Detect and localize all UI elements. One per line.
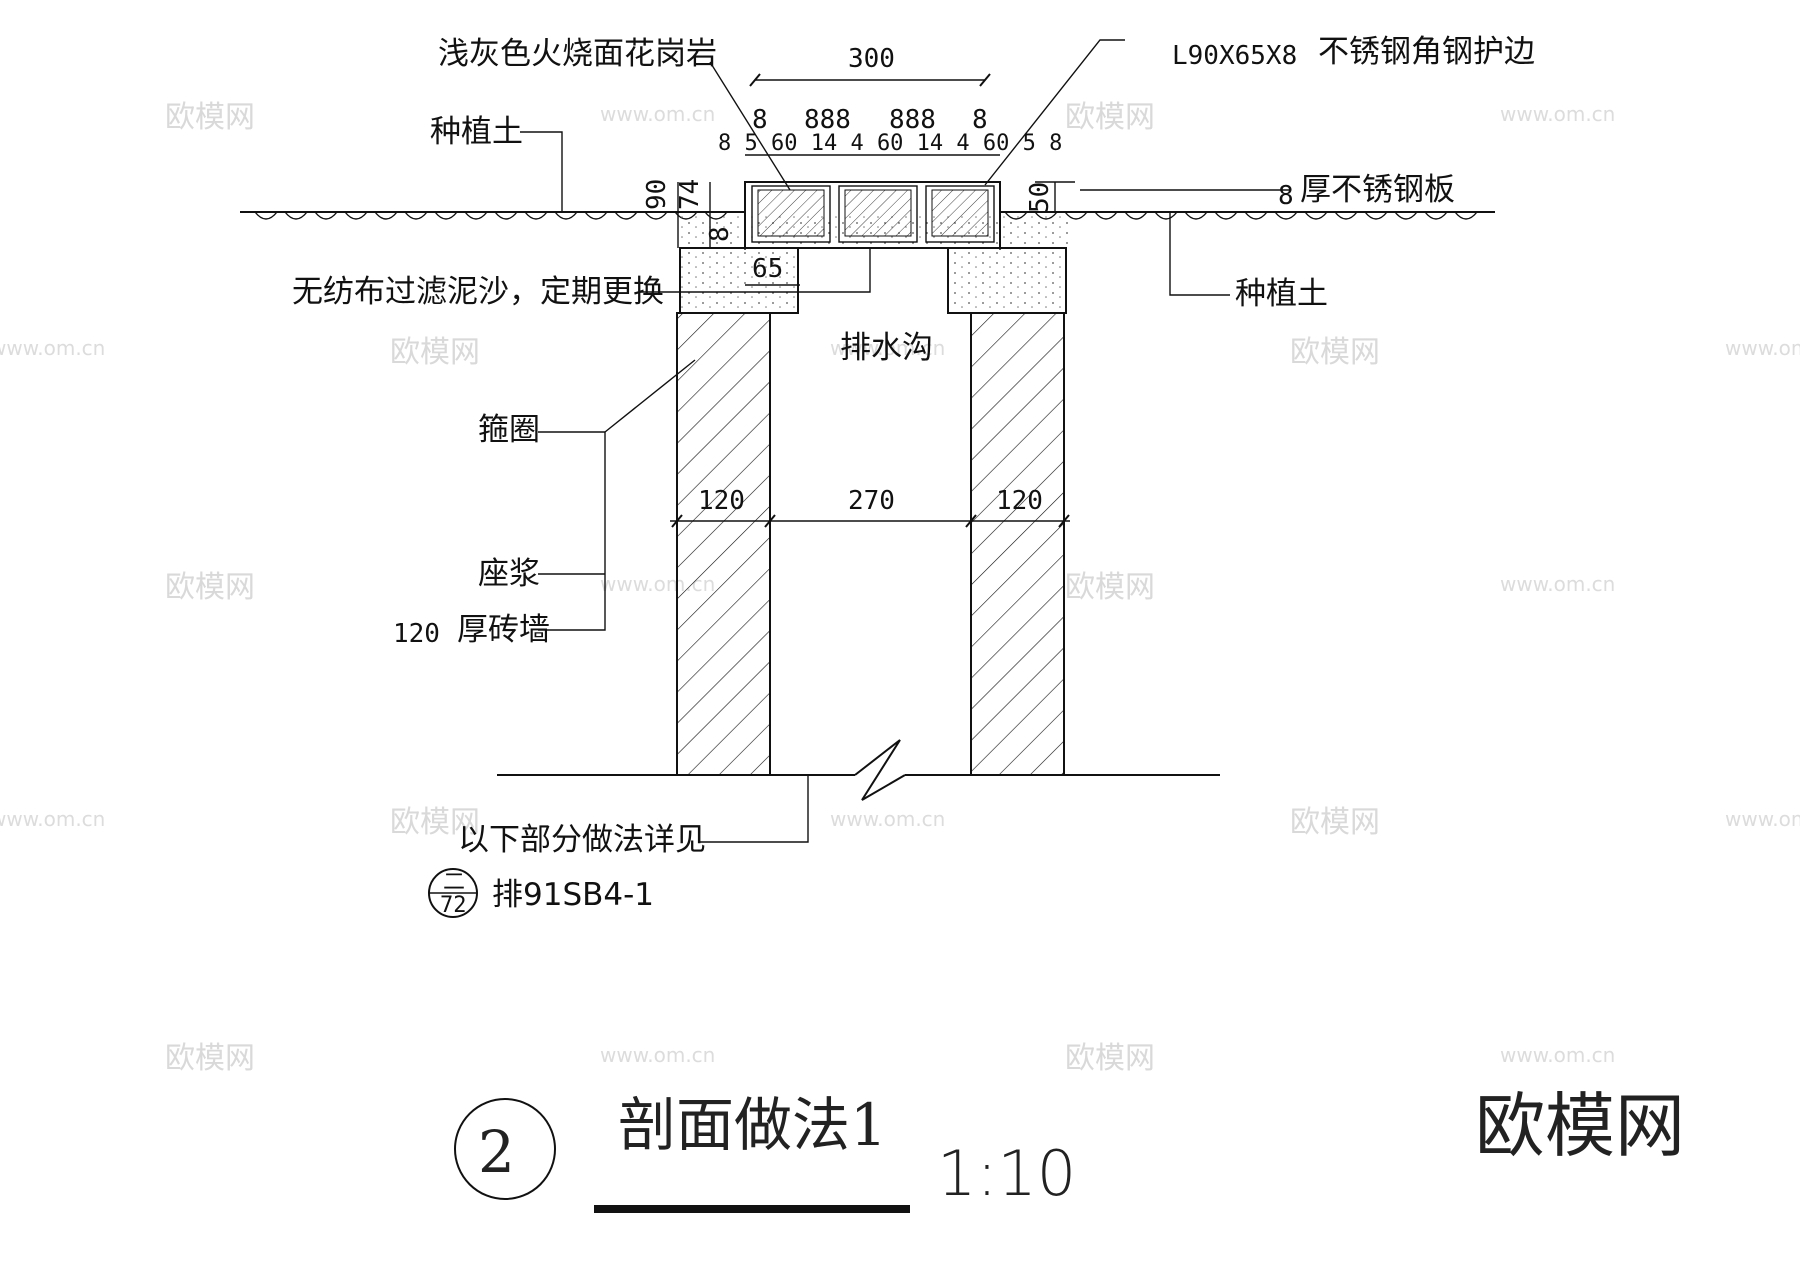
watermark-brand: 欧模网 [165, 100, 255, 135]
watermark-brand: 欧模网 [390, 805, 480, 840]
dimension-walls: 120 270 120 [670, 486, 1070, 528]
title-block: 2 剖面做法1 1:10 [454, 1091, 1076, 1213]
reference-symbol: 二 72 排91SB4-1 [428, 868, 654, 918]
base-line [497, 739, 1220, 801]
label-angle-steel-code: L90X65X8 [1172, 41, 1297, 71]
watermark-brand: 欧模网 [1290, 805, 1380, 840]
watermark-url: www.om.cn [1725, 807, 1800, 831]
brick-walls [676, 312, 1065, 776]
label-brick-wall: 厚砖墙 [457, 612, 550, 648]
watermark-url: www.om.cn [0, 336, 105, 360]
annotation-labels: 浅灰色火烧面花岗岩 L90X65X8 不锈钢角钢护边 种植土 8 厚不锈钢板 种… [292, 34, 1535, 858]
title-text: 剖面做法1 [618, 1091, 887, 1159]
watermark-brand: 欧模网 [165, 1041, 255, 1076]
granite-grating [744, 181, 1001, 250]
dim-65: 65 [752, 254, 783, 284]
label-drain: 排水沟 [840, 330, 933, 366]
label-planting-soil-left: 种植土 [430, 114, 523, 150]
dim-8: 8 [705, 226, 735, 242]
ref-top: 二 [443, 870, 465, 895]
watermark-layer: 欧模网 www.om.cn 欧模网 www.om.cn www.om.cn 欧模… [0, 100, 1800, 1076]
label-mortar: 座浆 [478, 556, 540, 592]
dimension-top-width: 300 [749, 44, 991, 87]
watermark-brand: 欧模网 [1065, 100, 1155, 135]
watermark-url: www.om.cn [1500, 102, 1615, 126]
watermark-url: www.om.cn [600, 1043, 715, 1067]
label-steel-plate-num: 8 [1278, 181, 1294, 211]
watermark-brand: 欧模网 [1065, 570, 1155, 605]
dim-888b: 888 [889, 105, 936, 135]
watermark-url: www.om.cn [830, 336, 945, 360]
brand-logo: 欧模网 [1475, 1085, 1685, 1167]
title-number: 2 [478, 1118, 515, 1186]
dimension-subrow: 8 888 888 8 8 5 60 14 4 60 14 4 60 5 8 [718, 105, 1062, 156]
dim-8b: 8 [972, 105, 988, 135]
label-granite: 浅灰色火烧面花岗岩 [438, 36, 717, 72]
dim-wall-right: 120 [996, 486, 1043, 516]
dim-wall-left: 120 [698, 486, 745, 516]
watermark-brand: 欧模网 [165, 570, 255, 605]
leader-lines [520, 39, 1290, 843]
concrete-support [679, 247, 1067, 314]
ref-bottom: 72 [440, 893, 467, 918]
watermark-url: www.om.cn [1500, 1043, 1615, 1067]
dim-subrow: 8 5 60 14 4 60 14 4 60 5 8 [718, 131, 1062, 156]
watermark-url: www.om.cn [1500, 572, 1615, 596]
title-scale: 1:10 [937, 1137, 1076, 1210]
label-below-detail: 以下部分做法详见 [458, 822, 706, 858]
label-ring-beam: 箍圈 [478, 412, 540, 448]
label-steel-plate: 厚不锈钢板 [1300, 172, 1455, 208]
ref-code: 排91SB4-1 [492, 877, 654, 913]
dim-8a: 8 [752, 105, 768, 135]
dim-90: 90 [642, 179, 672, 210]
watermark-brand: 欧模网 [1065, 1041, 1155, 1076]
dim-888a: 888 [804, 105, 851, 135]
dim-74: 74 [675, 179, 705, 210]
dim-channel: 270 [848, 486, 895, 516]
label-planting-soil-right: 种植土 [1235, 276, 1328, 312]
watermark-brand: 欧模网 [390, 335, 480, 370]
watermark-url: www.om.cn [600, 102, 715, 126]
dim-50: 50 [1025, 182, 1055, 213]
label-filter-cloth: 无纺布过滤泥沙，定期更换 [292, 274, 664, 310]
dimension-left-heights: 90 74 8 65 [642, 179, 800, 286]
watermark-brand: 欧模网 [1290, 335, 1380, 370]
watermark-url: www.om.cn [1725, 336, 1800, 360]
watermark-url: www.om.cn [0, 807, 105, 831]
dim-300: 300 [848, 44, 895, 74]
watermark-url: www.om.cn [830, 807, 945, 831]
dimension-right-height: 50 [1025, 181, 1075, 213]
label-brick-wall-num: 120 [393, 619, 440, 649]
label-angle-steel: 不锈钢角钢护边 [1318, 34, 1535, 70]
